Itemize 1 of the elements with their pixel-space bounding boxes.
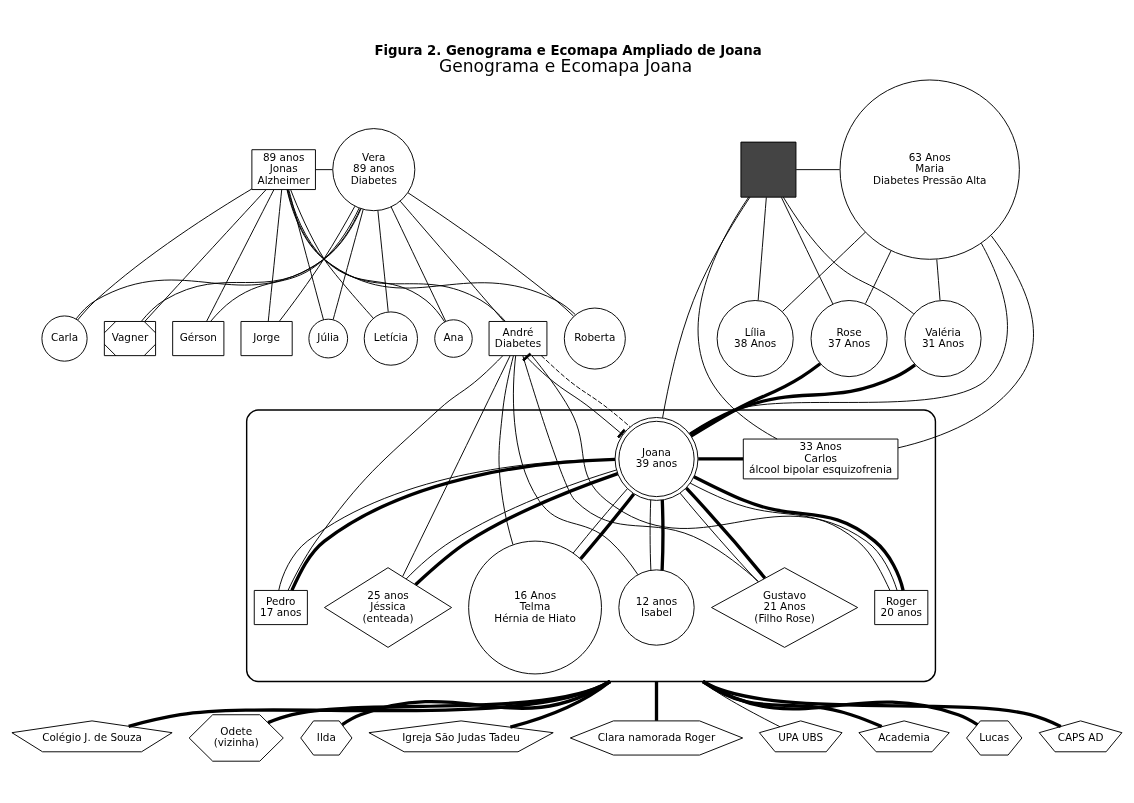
caption: Figura 2. Genograma e Ecomapa Ampliado de Joana	[374, 43, 762, 59]
